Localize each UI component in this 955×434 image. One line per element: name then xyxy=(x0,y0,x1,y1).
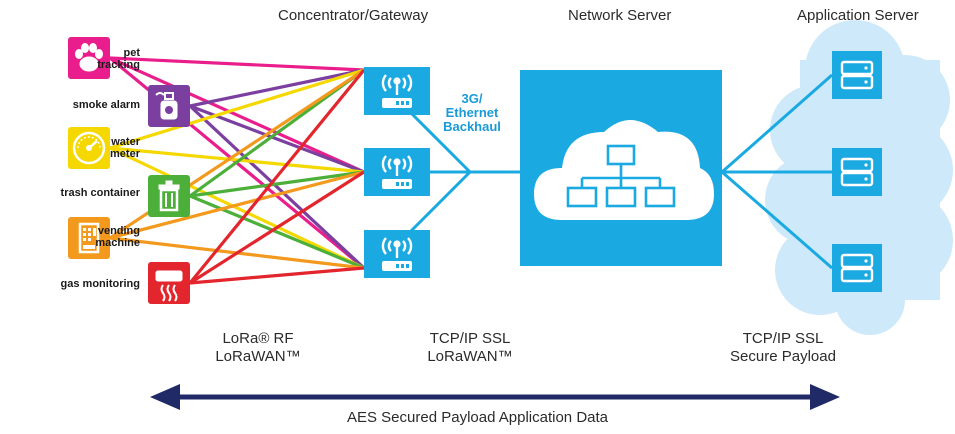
server-icon xyxy=(840,60,874,90)
meter-icon xyxy=(68,127,110,169)
backhaul-label: 3G/ Ethernet Backhaul xyxy=(443,91,501,134)
server-icon xyxy=(840,157,874,187)
app-server-1 xyxy=(832,51,882,99)
device-gateway-links xyxy=(108,56,366,285)
device-label-trash: trash container xyxy=(60,187,140,199)
link-device-6-gateway-3 xyxy=(189,266,365,285)
link-device-3-gateway-3 xyxy=(109,146,365,270)
gas-icon xyxy=(148,262,190,304)
antenna-icon xyxy=(381,74,413,95)
smoke-alarm-icon xyxy=(148,85,190,127)
gateway-header: Concentrator/Gateway xyxy=(278,7,429,24)
app-server-2 xyxy=(832,148,882,196)
double-arrow xyxy=(150,384,840,410)
application-server-header: Application Server xyxy=(797,7,919,24)
antenna-icon xyxy=(381,237,413,258)
gateway-1 xyxy=(364,67,430,115)
network-server xyxy=(520,70,722,266)
link-device-3-gateway-1 xyxy=(109,68,365,150)
protocol-secure-payload: TCP/IP SSL Secure Payload xyxy=(730,330,836,365)
gateway-2 xyxy=(364,148,430,196)
server-icon xyxy=(840,253,874,283)
link-device-4-gateway-2 xyxy=(189,170,365,198)
link-device-6-gateway-2 xyxy=(189,170,365,285)
gateway-3 xyxy=(364,230,430,278)
link-device-4-gateway-3 xyxy=(189,194,365,270)
link-device-6-gateway-1 xyxy=(188,68,366,285)
device-label-water: water meter xyxy=(110,136,140,160)
link-device-2-gateway-1 xyxy=(189,68,365,108)
app-line-1 xyxy=(721,73,833,174)
app-server-3 xyxy=(832,244,882,292)
vending-icon xyxy=(68,217,110,259)
protocol-lora-rf: LoRa® RF LoRaWAN™ xyxy=(215,330,301,365)
device-icons xyxy=(68,37,190,304)
link-device-2-gateway-3 xyxy=(188,104,366,270)
paw-icon xyxy=(68,37,110,79)
link-device-1-gateway-2 xyxy=(109,56,365,174)
cloud-network-icon xyxy=(534,120,714,220)
footer-caption: AES Secured Payload Application Data xyxy=(347,409,608,426)
link-device-1-gateway-1 xyxy=(109,56,365,72)
trash-icon xyxy=(148,175,190,217)
network-server-header: Network Server xyxy=(568,7,672,24)
link-device-2-gateway-2 xyxy=(189,104,365,174)
app-line-3 xyxy=(721,170,833,270)
device-label-vending: vending machine xyxy=(95,225,140,249)
device-label-smoke: smoke alarm xyxy=(72,99,140,111)
device-label-pet: pet tracking xyxy=(97,47,140,71)
link-device-5-gateway-2 xyxy=(109,170,365,240)
antenna-icon xyxy=(381,155,413,176)
device-label-gas: gas monitoring xyxy=(60,278,140,290)
protocol-tcp-lorawan: TCP/IP SSL LoRaWAN™ xyxy=(427,330,513,365)
